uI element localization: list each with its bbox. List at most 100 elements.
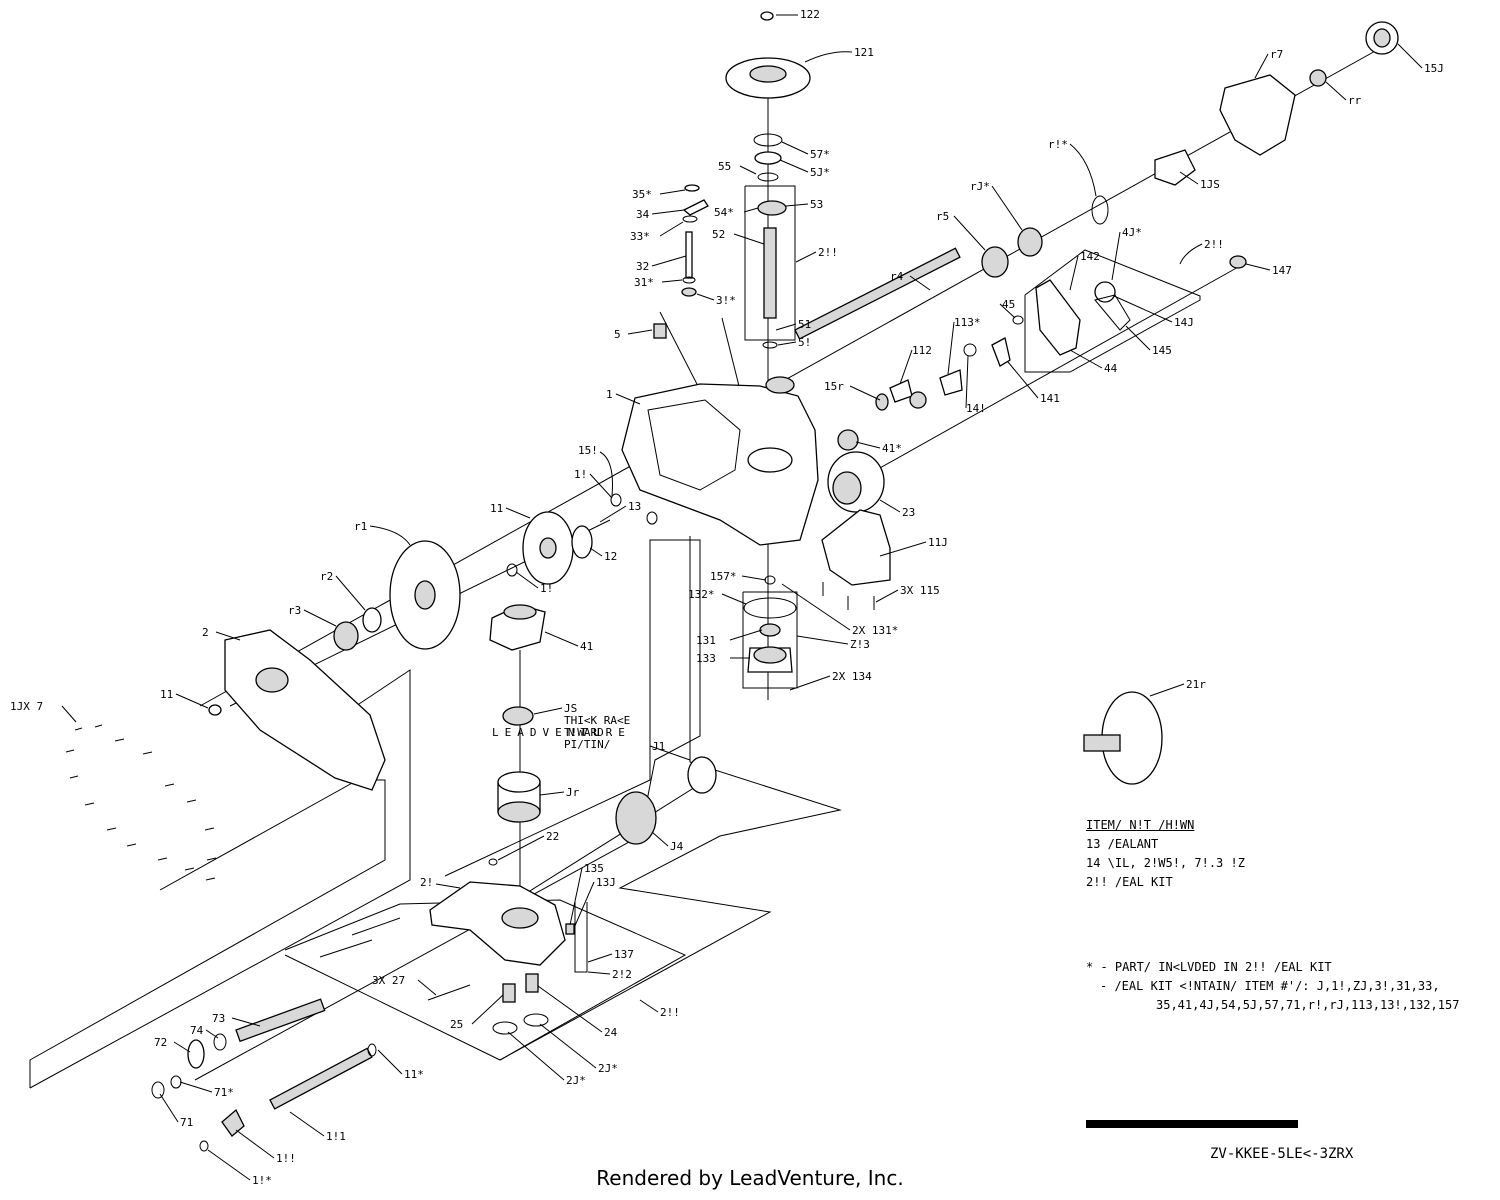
gear-72 (187, 1039, 205, 1069)
callout-33: 33* (630, 230, 650, 243)
leader-lines (61, 14, 1423, 1181)
callout-piton: PI/TIN/ (564, 738, 610, 751)
callout-14j: 14J (1174, 316, 1194, 329)
callout-45: 45 (1002, 298, 1015, 311)
callout-r2: r2 (320, 570, 333, 583)
valve-24 (525, 973, 539, 993)
callout-133: 133 (696, 652, 716, 665)
thrust-race-js (502, 706, 534, 726)
callout-z13: Z!3 (850, 638, 870, 651)
plug-5 (653, 323, 667, 339)
callout-2: 2 (202, 626, 209, 639)
bracket-44 (1035, 279, 1081, 356)
callout-r7: r7 (1270, 48, 1283, 61)
seal-41 (837, 429, 859, 451)
callout-41b: 41 (580, 640, 593, 653)
callout-2jb: 2J* (566, 1074, 586, 1087)
lever-141 (991, 337, 1011, 367)
bearing-54 (757, 200, 787, 216)
callout-21: 2! (420, 876, 433, 889)
callout-thick-race: THI<K RA<E (564, 714, 630, 727)
callout-22: 22 (546, 830, 559, 843)
callout-3x27: 3X 27 (372, 974, 405, 987)
callout-10x7: 1JX 7 (10, 700, 43, 713)
spring-147 (1229, 255, 1247, 269)
callout-74: 74 (190, 1024, 204, 1037)
callout-32: 32 (636, 260, 649, 273)
pinion-12 (571, 525, 593, 559)
callout-137: 137 (614, 948, 634, 961)
callout-72: 72 (154, 1036, 167, 1049)
seal-5j (754, 151, 782, 165)
plate-145 (1094, 294, 1131, 331)
callout-157: 157* (710, 570, 737, 583)
callout-2x134: 2X 134 (832, 670, 872, 683)
callout-44: 44 (1104, 362, 1118, 375)
main-housing-1 (621, 383, 819, 546)
callout-11j: 11J (928, 536, 948, 549)
callout-12: 12 (604, 550, 617, 563)
callout-35: 35* (632, 188, 652, 201)
hub-shaft (1083, 734, 1121, 752)
notes-line: 2!! /EAL KIT (1086, 875, 1173, 889)
arm-34 (682, 199, 709, 216)
motor-shaft-73 (235, 998, 326, 1043)
bearing-r5 (981, 246, 1009, 278)
shaft-111 (269, 1047, 373, 1110)
callout-1: 1 (606, 388, 613, 401)
kit-line: - /EAL KIT <!NTAIN/ ITEM #'/: J,1!,ZJ,3!… (1100, 979, 1440, 993)
callout-57: 57* (810, 148, 830, 161)
nut-122 (760, 11, 774, 21)
callout-2ja: 2J* (598, 1062, 618, 1075)
callout-21r: 21r (1186, 678, 1206, 691)
callout-24: 24 (604, 1026, 618, 1039)
bushing-14j (1094, 281, 1116, 303)
callout-10s: 1JS (1200, 178, 1220, 191)
callout-51b: 5! (798, 336, 811, 349)
footer-credit: Rendered by LeadVenture, Inc. (596, 1166, 904, 1190)
callout-11a: 1! (574, 468, 587, 481)
title-bar (1086, 1120, 1298, 1128)
side-cover-2 (224, 629, 386, 791)
shaft-32 (685, 231, 693, 279)
watermark: LEADVENTURE (492, 726, 631, 739)
callout-5: 5 (614, 328, 621, 341)
callout-11b: 11 (490, 502, 503, 515)
callout-132: 132* (688, 588, 715, 601)
plate-113 (939, 369, 963, 396)
kit-line: 35,41,4J,54,5J,57,71,r!,rJ,113,13!,132,1… (1156, 998, 1460, 1012)
callout-r1: r1 (354, 520, 367, 533)
ring-55 (757, 172, 779, 182)
callout-211b: 2!! (1204, 238, 1224, 251)
guard-11j (821, 509, 891, 586)
callout-11c: 1! (540, 582, 553, 595)
callout-r5: r5 (936, 210, 949, 223)
callout-31b: 3!* (716, 294, 736, 307)
parts (65, 11, 1399, 1152)
input-shaft-52 (763, 227, 777, 319)
callout-js: JS (564, 702, 577, 715)
callout-15j: 15J (1424, 62, 1444, 75)
callout-11f: 1!* (252, 1174, 272, 1187)
notes-line: 13 /EALANT (1086, 837, 1159, 851)
ring-51 (762, 341, 778, 349)
ring-r1 (1091, 195, 1109, 225)
callout-211c: 2!! (660, 1006, 680, 1019)
callout-23: 23 (902, 506, 915, 519)
axle-r4 (794, 247, 961, 340)
center-section-21 (429, 881, 566, 966)
callout-11e: 11* (404, 1068, 424, 1081)
callout-rr: rr (1348, 94, 1362, 107)
callout-121: 121 (854, 46, 874, 59)
callout-r4: r4 (890, 270, 904, 283)
callouts: 122 121 57* 5J* 55 54* 53 52 2!! 51 5! 3… (10, 8, 1444, 1187)
callout-111b: 1!! (276, 1152, 296, 1165)
swashplate-j1 (687, 756, 717, 794)
washer-10s (1154, 149, 1196, 186)
callout-145: 145 (1152, 344, 1172, 357)
callout-147: 147 (1272, 264, 1292, 277)
callout-3x115: 3X 115 (900, 584, 940, 597)
callout-71b: 71 (180, 1116, 193, 1129)
callout-toward: T!WARD (564, 726, 604, 739)
